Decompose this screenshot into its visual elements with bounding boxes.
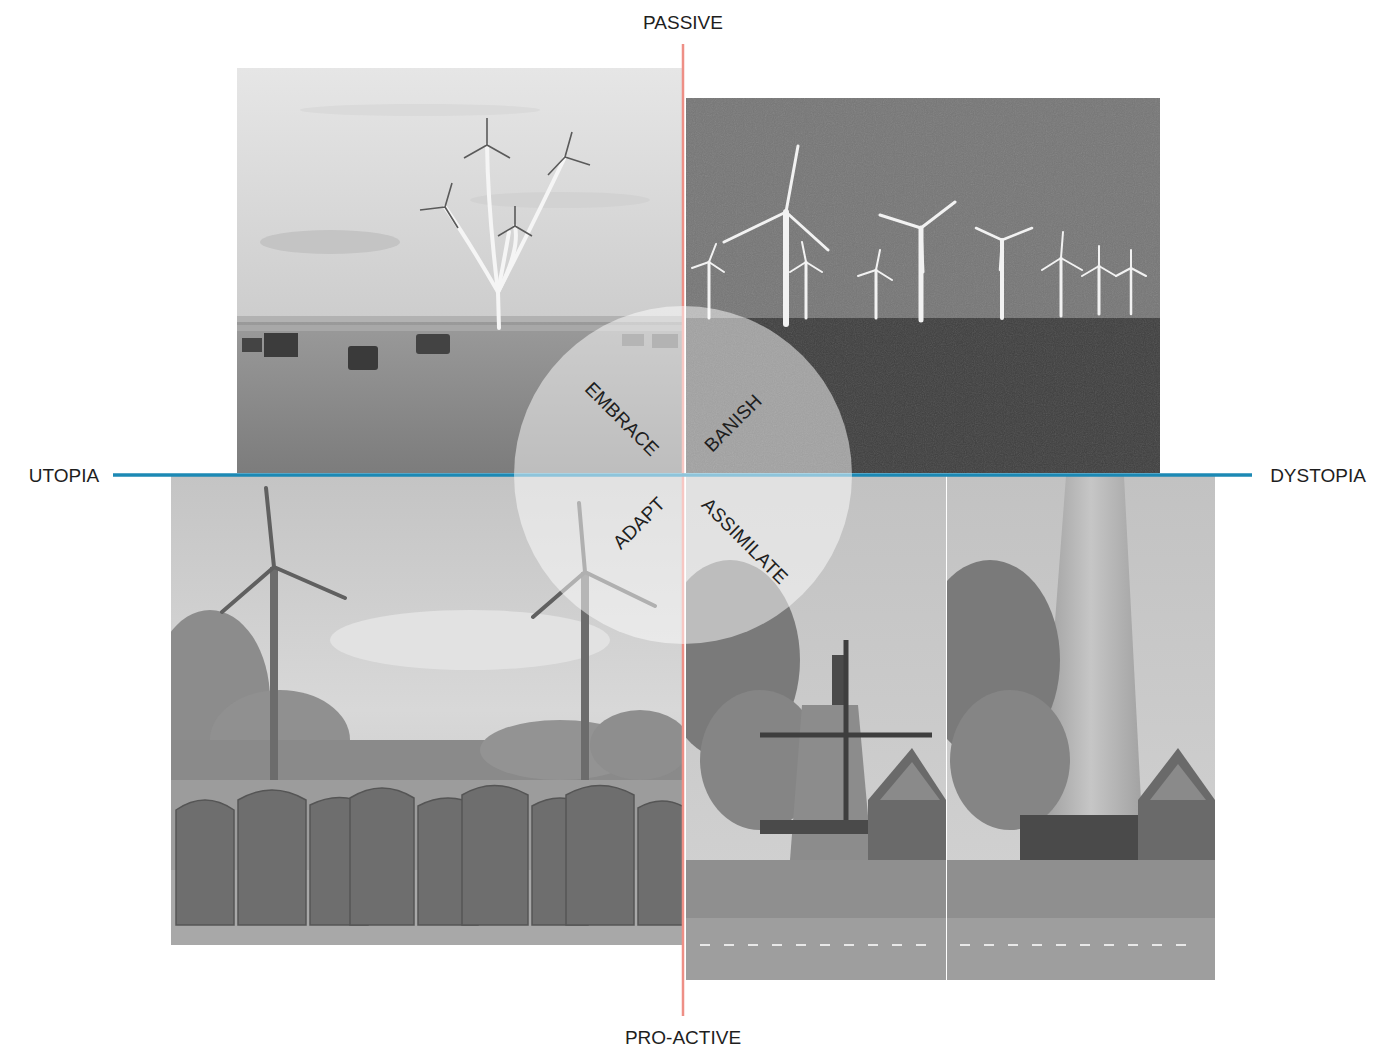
offshore-windfarm-photo-part-part <box>790 242 822 272</box>
tree-turbine-photo-part-part <box>464 118 510 158</box>
offshore-windfarm-photo-part <box>686 98 1160 320</box>
graveyard-turbines-photo-part-part <box>462 786 528 926</box>
tree-turbine-photo-part <box>470 192 650 208</box>
offshore-windfarm-photo-part-part <box>805 262 808 318</box>
circle-outline <box>513 305 853 645</box>
tower-street-photo-part <box>1150 764 1206 800</box>
windmill-street-photo-part <box>686 918 946 980</box>
graveyard-turbines-photo-part-part <box>176 800 234 925</box>
tree-turbine-photo-part <box>416 334 450 354</box>
tower-street-photo-part <box>947 918 1215 980</box>
offshore-windfarm-photo-part-part <box>976 228 1032 270</box>
offshore-windfarm-photo-part-part <box>1130 268 1133 314</box>
offshore-windfarm-photo-part-part <box>1042 232 1082 270</box>
offshore-windfarm-photo-part <box>686 98 1160 320</box>
axis-label: PASSIVE <box>643 13 723 32</box>
graveyard-turbines-photo-part-part <box>350 788 414 925</box>
tree-turbine-photo-part-part <box>498 292 499 328</box>
tower-street-photo-part <box>947 476 1215 980</box>
graveyard-turbines-photo-part <box>171 780 683 945</box>
tower-street-photo-part <box>950 690 1070 830</box>
axis-label: DYSTOPIA <box>1270 466 1366 485</box>
tree-turbine-photo-part <box>300 104 540 116</box>
tree-turbine-photo-part-part <box>487 145 498 292</box>
graveyard-turbines-photo-part-part <box>566 786 634 926</box>
tower-street-photo-part <box>947 860 1215 920</box>
offshore-windfarm-photo-part-part <box>1060 258 1063 316</box>
offshore-windfarm-photo-part-part <box>1116 250 1146 276</box>
tree-turbine-photo <box>237 68 683 473</box>
tree-turbine-photo-part-part <box>420 183 458 228</box>
graveyard-turbines-photo-part <box>330 610 610 670</box>
windmill-street-photo-part <box>686 860 946 920</box>
graveyard-turbines-photo-part-part <box>222 488 345 612</box>
tower-street-photo <box>947 476 1215 980</box>
graveyard-turbines-photo-part-part <box>238 790 306 925</box>
offshore-windfarm-photo-part-part <box>858 250 892 280</box>
tree-turbine-photo-part <box>420 118 590 236</box>
tree-turbine-photo-part <box>445 145 565 328</box>
offshore-windfarm-photo-part-part <box>875 270 878 318</box>
offshore-windfarm-photo-part-part <box>692 244 724 272</box>
offshore-windfarm-photo-part-part <box>783 212 789 324</box>
windmill-street-photo-part <box>880 762 940 800</box>
tree-turbine-photo-part-part <box>548 132 590 175</box>
windmill-street-photo-part <box>832 655 844 705</box>
tree-turbine-photo-part <box>237 68 683 320</box>
tower-street-photo-part <box>1138 748 1215 870</box>
offshore-windfarm-photo-part-part <box>1098 266 1101 314</box>
tree-turbine-photo-part <box>260 230 400 254</box>
graveyard-turbines-photo-part <box>590 710 683 780</box>
circle-shape <box>514 306 852 644</box>
offshore-windfarm-photo-part-part <box>880 202 955 272</box>
tower-street-photo-part <box>960 944 1200 946</box>
windmill-street-photo-part <box>868 748 946 870</box>
tree-turbine-photo-part <box>242 338 262 352</box>
graveyard-turbines-photo-part-part <box>638 801 683 925</box>
tree-turbine-photo-part <box>264 333 298 357</box>
tree-turbine-photo-part-part <box>498 206 532 236</box>
offshore-windfarm-photo-part-part <box>724 146 828 250</box>
axis-label: PRO-ACTIVE <box>625 1028 741 1047</box>
offshore-windfarm-photo-part <box>692 146 1146 324</box>
graveyard-turbines-photo-part <box>270 567 589 782</box>
tree-turbine-photo-part <box>348 346 378 370</box>
graveyard-turbines-photo-part-part <box>270 567 278 782</box>
windmill-street-photo-part <box>790 705 872 860</box>
offshore-windfarm-photo-part-part <box>1082 246 1116 276</box>
axis-label: UTOPIA <box>29 466 99 485</box>
strategy-circle: EMBRACEBANISHADAPTASSIMILATE <box>513 305 853 645</box>
windmill-street-photo-part <box>700 944 930 946</box>
graveyard-turbines-photo-part <box>176 786 683 926</box>
tree-turbine-photo-part-part <box>498 157 565 292</box>
